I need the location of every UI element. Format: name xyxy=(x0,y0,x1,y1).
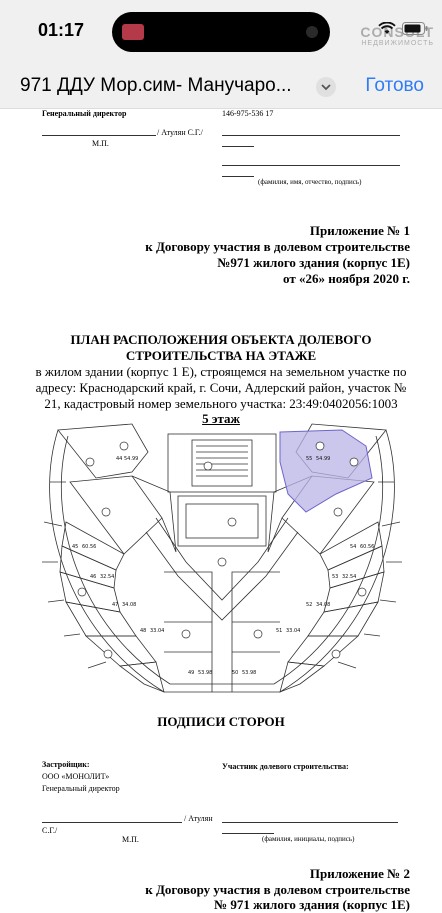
watermark-line2: НЕДВИЖИМОСТЬ xyxy=(361,40,434,47)
appendix2-line1: Приложение № 2 xyxy=(309,866,410,881)
gen-director-label: Генеральный директор xyxy=(42,109,127,118)
appendix1-line1: Приложение № 1 xyxy=(309,223,410,238)
participant-label: Участник долевого строительства: xyxy=(222,762,349,771)
wifi-icon xyxy=(378,22,396,34)
document-title[interactable]: 971 ДДУ Мор.сим- Манучаро... xyxy=(20,75,292,96)
done-button[interactable]: Готово xyxy=(365,75,424,96)
unit-no-47: 47 xyxy=(112,602,118,608)
status-bar: 01:17 CONSULT НЕДВИЖИМОСТЬ xyxy=(0,0,442,66)
plan-title-2: СТРОИТЕЛЬСТВА НА ЭТАЖЕ xyxy=(125,348,317,363)
unit-no-53: 53 xyxy=(332,574,338,580)
media-thumbnail-icon xyxy=(122,24,144,40)
unit-no-48: 48 xyxy=(140,628,146,634)
unit-area-45: 60.56 xyxy=(82,544,96,550)
participant-line xyxy=(222,135,400,136)
plan-desc-3: 21, кадастровый номер земельного участка… xyxy=(44,396,398,411)
unit-no-55: 55 xyxy=(306,456,312,462)
unit-area-50: 53.98 xyxy=(242,670,256,676)
plan-desc-2: адресу: Краснодарский край, г. Сочи, Адл… xyxy=(35,380,407,395)
developer-signature-name: / Атулян xyxy=(184,814,213,823)
participant-signature-line-short xyxy=(222,833,274,834)
title-menu-button[interactable] xyxy=(316,77,336,97)
unit-no-50: 50 xyxy=(232,670,238,676)
unit-no-51: 51 xyxy=(276,628,282,634)
participant-signature-line xyxy=(222,822,398,823)
unit-no-46: 46 xyxy=(90,574,96,580)
plan-title-1: ПЛАН РАСПОЛОЖЕНИЯ ОБЪЕКТА ДОЛЕВОГО xyxy=(70,332,372,347)
chevron-down-icon xyxy=(321,84,331,91)
developer-stamp-label: М.П. xyxy=(122,835,139,844)
signatures-heading: ПОДПИСИ СТОРОН xyxy=(157,714,285,729)
dynamic-island xyxy=(112,12,330,52)
unit-area-48: 33.04 xyxy=(150,628,164,634)
unit-no-45: 45 xyxy=(72,544,78,550)
participant-line-2 xyxy=(222,165,400,166)
document-code: 146-975-536 17 xyxy=(222,109,274,118)
appendix2-line2: к Договору участия в долевом строительст… xyxy=(145,882,410,897)
participant-line-short xyxy=(222,146,254,147)
signature-line xyxy=(42,135,156,136)
unit-area-54: 60.56 xyxy=(360,544,374,550)
signature-name: / Атулян С.Г./ xyxy=(157,128,203,137)
participant-fio-hint: (фамилия, инициалы, подпись) xyxy=(262,835,355,843)
document-page: Генеральный директор 146-975-536 17 / Ат… xyxy=(0,108,442,912)
unit-area-46: 32.54 xyxy=(100,574,114,580)
developer-signature-line xyxy=(42,822,182,823)
status-time: 01:17 xyxy=(38,20,85,40)
unit-area-55: 54.99 xyxy=(316,456,330,462)
appendix2-line3: № 971 жилого здания (корпус 1Е) xyxy=(214,897,410,912)
unit-area-53: 32.54 xyxy=(342,574,356,580)
unit-no-44: 44 xyxy=(116,456,122,462)
document-navbar: 971 ДДУ Мор.сим- Манучаро... Готово xyxy=(0,66,442,109)
unit-area-49: 53.98 xyxy=(198,670,212,676)
unit-area-51: 33.04 xyxy=(286,628,300,634)
appendix1-line4: от «26» ноября 2020 г. xyxy=(283,271,410,286)
appendix1-line3: №971 жилого здания (корпус 1Е) xyxy=(217,255,410,270)
developer-label: Застройщик: xyxy=(42,760,90,769)
stamp-label: М.П. xyxy=(92,139,109,148)
developer-role: Генеральный директор xyxy=(42,784,120,793)
plan-desc-1: в жилом здании (корпус 1 Е), строящемся … xyxy=(35,364,407,379)
status-icons xyxy=(378,22,428,35)
unit-area-44: 54.99 xyxy=(124,456,138,462)
highlighted-unit-55 xyxy=(279,429,373,513)
appendix1-line2: к Договору участия в долевом строительст… xyxy=(145,239,410,254)
floor-plan: 44 54.99 45 60.56 46 32.54 47 34.08 48 3… xyxy=(42,423,402,693)
unit-area-52: 34.08 xyxy=(316,602,330,608)
battery-icon xyxy=(402,22,428,35)
fio-hint: (фамилия, имя, отчество, подпись) xyxy=(258,178,362,186)
participant-line-short-2 xyxy=(222,176,254,177)
developer-signature-initials: С.Г./ xyxy=(42,826,58,835)
unit-no-49: 49 xyxy=(188,670,194,676)
developer-org: ООО «МОНОЛИТ» xyxy=(42,772,110,781)
unit-no-54: 54 xyxy=(350,544,356,550)
floor-label: 5 этаж xyxy=(202,411,240,426)
unit-area-47: 34.08 xyxy=(122,602,136,608)
camera-dot-icon xyxy=(306,26,318,38)
unit-no-52: 52 xyxy=(306,602,312,608)
